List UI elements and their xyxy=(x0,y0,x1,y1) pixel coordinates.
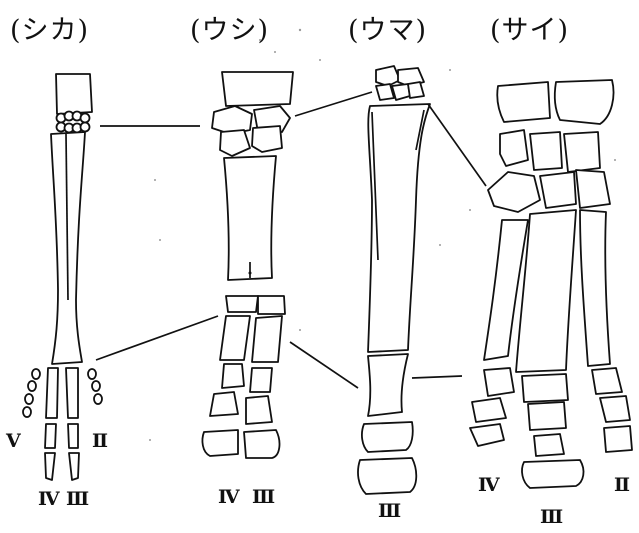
ushi-carpals xyxy=(212,106,290,156)
carpal-link-right xyxy=(295,92,372,116)
uma-hoof xyxy=(358,458,416,494)
carpal-link-rhino xyxy=(428,104,486,186)
shika-digit-label-iv: Ⅳ xyxy=(38,488,60,510)
sai-carpals xyxy=(488,130,610,212)
toe-link xyxy=(412,376,462,378)
ushi-digit-label-iv: Ⅳ xyxy=(218,486,240,508)
title-uma: (ウマ) xyxy=(348,8,427,47)
title-sai: (サイ) xyxy=(490,8,569,47)
sai-toe-iv xyxy=(470,368,514,446)
phalanx-link xyxy=(290,342,358,388)
shika-side-toe-ii xyxy=(88,369,102,404)
title-shika: (シカ) xyxy=(10,8,89,47)
sai-toe-ii xyxy=(592,368,632,452)
ushi-cannon-bone xyxy=(224,156,276,280)
uma-pastern xyxy=(368,354,408,416)
uma-skeleton xyxy=(358,66,430,494)
shika-digit-label-iii: Ⅲ xyxy=(66,488,89,510)
ushi-radius xyxy=(222,72,293,106)
sai-digit-label-ii: Ⅱ xyxy=(614,474,630,496)
ushi-digit-label-iii: Ⅲ xyxy=(252,486,275,508)
sai-ulna xyxy=(555,80,614,124)
title-ushi: (ウシ) xyxy=(190,8,269,47)
uma-middle-phalanx xyxy=(362,422,413,452)
shika-radius xyxy=(56,74,92,114)
shika-digit-label-ii: Ⅱ xyxy=(92,430,108,452)
uma-digit-label-iii: Ⅲ xyxy=(378,500,401,522)
uma-carpals xyxy=(376,66,424,100)
sai-radius xyxy=(497,82,550,122)
shika-side-toe-v xyxy=(23,369,40,417)
shika-digit-label-v: Ⅴ xyxy=(6,430,21,452)
sai-digit-label-iii: Ⅲ xyxy=(540,506,563,528)
sai-digit-label-iv: Ⅳ xyxy=(478,474,500,496)
shika-skeleton xyxy=(23,74,102,480)
sai-metacarpal-ii xyxy=(580,210,610,366)
shika-toe-iv xyxy=(45,368,58,480)
sai-skeleton xyxy=(470,80,632,488)
comparison-lines xyxy=(96,92,486,388)
shika-toe-iii xyxy=(66,368,79,480)
metacarpal-link xyxy=(96,316,218,360)
shika-carpals xyxy=(57,112,90,133)
sai-toe-iii xyxy=(522,374,583,488)
ushi-skeleton xyxy=(202,72,293,458)
